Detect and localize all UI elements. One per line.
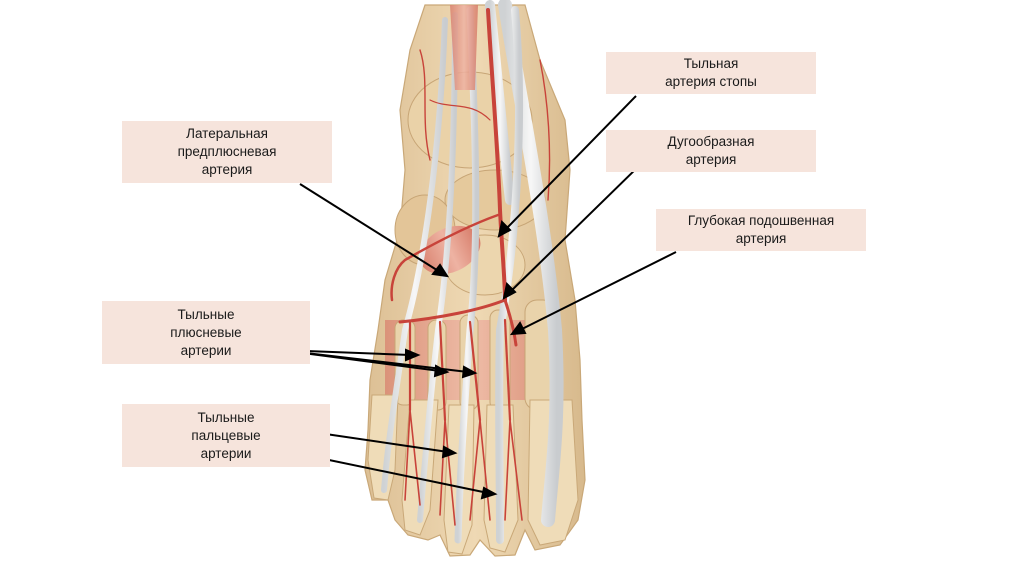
label-dorsal-metatarsal-arteries: Тыльные плюсневые артерии [102, 301, 310, 364]
label-text: Тыльная артерия стопы [665, 55, 757, 91]
label-deep-plantar-artery: Глубокая подошвенная артерия [656, 209, 866, 251]
label-text: Тыльные пальцевые артерии [191, 409, 260, 463]
label-text: Тыльные плюсневые артерии [170, 306, 241, 360]
label-dorsalis-pedis-artery: Тыльная артерия стопы [606, 52, 816, 94]
label-dorsal-digital-arteries: Тыльные пальцевые артерии [122, 404, 330, 467]
label-lateral-tarsal-artery: Латеральная предплюсневая артерия [122, 121, 332, 183]
label-text: Глубокая подошвенная артерия [688, 212, 834, 248]
label-text: Латеральная предплюсневая артерия [178, 125, 277, 179]
label-arcuate-artery: Дугообразная артерия [606, 130, 816, 172]
label-text: Дугообразная артерия [668, 133, 755, 169]
